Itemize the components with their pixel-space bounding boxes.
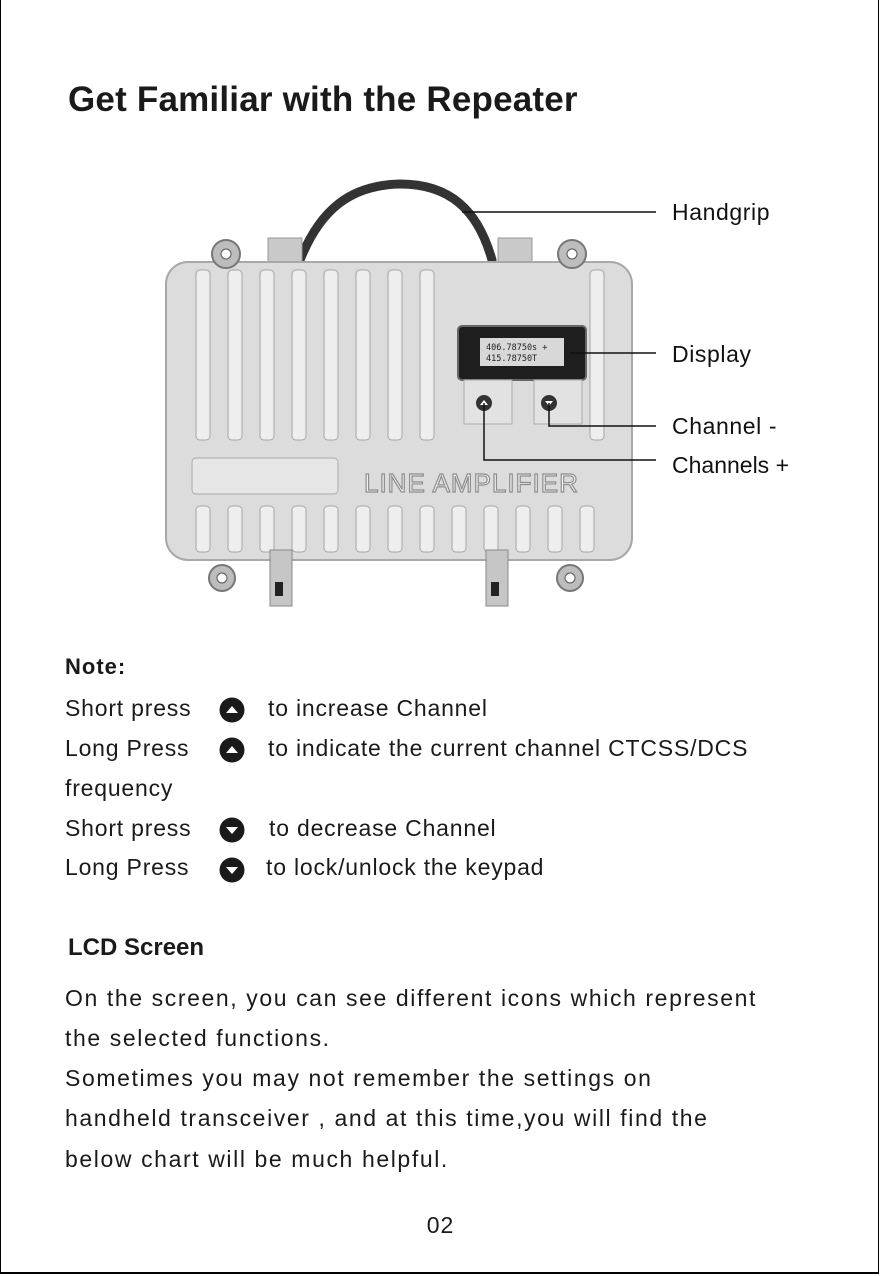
page-number: 02 bbox=[426, 1212, 455, 1238]
note-line-2-post: to indicate the current channel CTCSS/DC… bbox=[268, 735, 749, 761]
panel-text: LINE AMPLIFIER bbox=[364, 468, 579, 498]
down-button-icon bbox=[219, 857, 245, 883]
lcd-section-title: LCD Screen bbox=[68, 934, 205, 961]
callout-channels-plus: Channels + bbox=[672, 452, 789, 478]
lcd-paragraph-line-1: On the screen, you can see different ico… bbox=[65, 985, 757, 1011]
handgrip bbox=[295, 179, 497, 265]
lcd-paragraph-line-3: Sometimes you may not remember the setti… bbox=[65, 1065, 653, 1091]
note-line-1: Short press bbox=[65, 695, 191, 722]
note-line-5-pre: Long Press bbox=[65, 854, 190, 880]
note-line-4-post: to decrease Channel bbox=[269, 815, 497, 841]
up-button-icon bbox=[219, 737, 245, 763]
note-line-5-post: to lock/unlock the keypad bbox=[266, 854, 545, 880]
lcd-paragraph-line-5: below chart will be much helpful. bbox=[65, 1146, 449, 1172]
note-line-3: frequency bbox=[65, 775, 174, 801]
callout-display: Display bbox=[672, 341, 752, 367]
lcd-paragraph-line-4: handheld transceiver , and at this time,… bbox=[65, 1105, 709, 1131]
repeater-illustration: 406.78750s + 415.78750T LINE AMPLIFIER bbox=[165, 179, 656, 607]
lcd-paragraph-line-2: the selected functions. bbox=[65, 1025, 331, 1051]
note-line-4-pre: Short press bbox=[65, 815, 192, 841]
note-line-2-pre: Long Press bbox=[65, 735, 190, 761]
display-line-2: 415.78750T bbox=[486, 354, 537, 364]
page-title: Get Familiar with the Repeater bbox=[68, 80, 578, 119]
callout-channel-minus: Channel - bbox=[672, 413, 778, 439]
note-title: Note: bbox=[65, 654, 127, 679]
note-line-1-post: to increase Channel bbox=[268, 695, 488, 721]
callout-handgrip: Handgrip bbox=[672, 199, 771, 225]
note-line-1-pre: Short press bbox=[65, 695, 192, 721]
up-button-icon bbox=[219, 697, 245, 723]
display-line-1: 406.78750s + bbox=[486, 343, 547, 353]
down-button-icon bbox=[219, 817, 245, 843]
